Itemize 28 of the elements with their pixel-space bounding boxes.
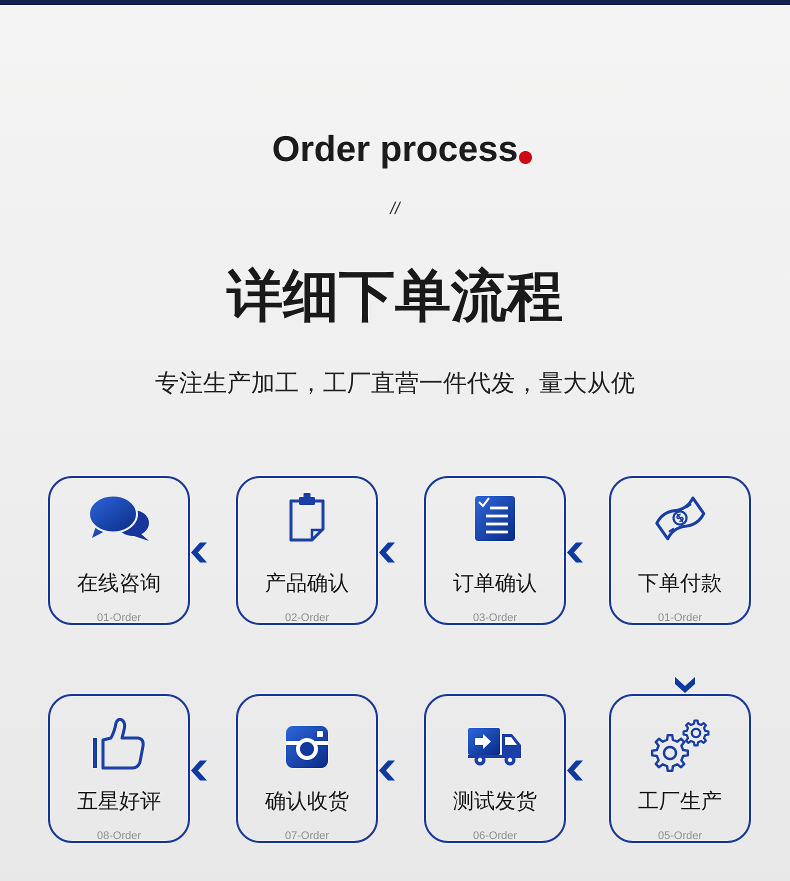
step-number: 01-Order [658,612,702,625]
step-title: 工厂生产 [638,790,722,814]
step-card [48,694,190,843]
step-title: 产品确认 [265,572,349,596]
step-number: 08-Order [96,830,142,843]
step-number: 02-Order [284,612,330,625]
step-card [424,476,566,625]
step-title: 五星好评 [77,790,161,814]
step-card [609,694,751,843]
subtitle: 专注生产加工，工厂直营一件代发，量大从优 [155,370,635,398]
english-heading: Order process [272,128,518,170]
step-card [609,476,751,625]
step-title: 订单确认 [453,572,537,596]
main-heading: 详细下单流程 [227,263,563,330]
step-title: 下单付款 [638,572,722,596]
step-title: 在线咨询 [77,572,161,596]
slash-divider: // [390,199,400,219]
step-card [236,694,378,843]
step-card [424,694,566,843]
step-title: 确认收货 [265,790,349,814]
step-card [48,476,190,625]
step-number: 05-Order [658,830,702,843]
step-number: 07-Order [284,830,330,843]
step-card [236,476,378,625]
step-number: 06-Order [472,830,518,843]
step-number: 03-Order [472,612,518,625]
step-title: 测试发货 [453,790,537,814]
step-number: 01-Order [96,612,142,625]
